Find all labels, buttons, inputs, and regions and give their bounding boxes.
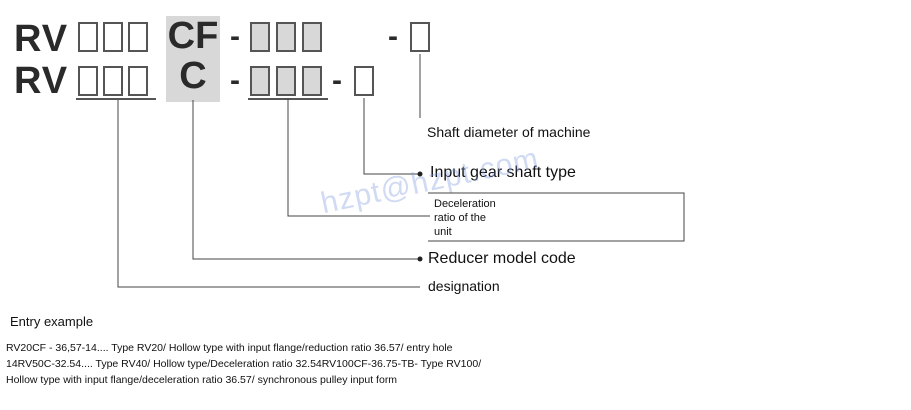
- row2-box-1: [78, 66, 98, 96]
- label-deceleration-line-3: unit: [434, 226, 452, 238]
- row2-ratio-box-2: [276, 66, 296, 96]
- row2-variant: C: [166, 56, 220, 102]
- row1-box-1: [78, 22, 98, 52]
- row1-dash-2: -: [388, 20, 398, 53]
- row1-box-3: [128, 22, 148, 52]
- row2-box-3: [128, 66, 148, 96]
- label-deceleration-line-2: ratio of the: [434, 212, 486, 224]
- row1-ratio-box-3: [302, 22, 322, 52]
- row1-shaft-box: [410, 22, 430, 52]
- label-deceleration: Deceleration ratio of the unit: [434, 197, 496, 239]
- deceleration-leader: [287, 98, 430, 217]
- label-input-gear: Input gear shaft type: [430, 164, 576, 181]
- deceleration-frame: [428, 192, 685, 242]
- row1-ratio-box-2: [276, 22, 296, 52]
- row2-ratio-box-3: [302, 66, 322, 96]
- input-gear-leader: [363, 98, 420, 175]
- entry-line-3: Hollow type with input flange/decelerati…: [6, 374, 398, 386]
- entry-line-2: 14RV50C-32.54.... Type RV40/ Hollow type…: [6, 358, 482, 370]
- row2-dash-2: -: [332, 64, 342, 97]
- entry-example-text: RV20CF - 36,57-14.... Type RV20/ Hollow …: [6, 340, 526, 388]
- row1-variant: CF: [166, 15, 220, 57]
- label-designation: designation: [428, 278, 500, 294]
- row2-dash-1: -: [230, 64, 240, 97]
- reducer-model-leader: [192, 100, 420, 260]
- row1-prefix: RV: [14, 18, 69, 60]
- entry-example-title: Entry example: [10, 314, 94, 329]
- row2-gear-box: [354, 66, 374, 96]
- row1-dash-1: -: [230, 20, 240, 53]
- label-shaft-diameter: Shaft diameter of machine: [427, 124, 591, 140]
- row2-box-2: [103, 66, 123, 96]
- label-deceleration-line-1: Deceleration: [434, 198, 496, 210]
- row1-box-2: [103, 22, 123, 52]
- row1-ratio-box-1: [250, 22, 270, 52]
- label-reducer-model: Reducer model code: [428, 250, 576, 267]
- entry-line-1: RV20CF - 36,57-14.... Type RV20/ Hollow …: [6, 342, 453, 354]
- row2-ratio-box-1: [250, 66, 270, 96]
- designation-leader: [117, 100, 420, 288]
- row2-underline-model: [76, 98, 156, 100]
- row2-prefix: RV: [14, 60, 69, 102]
